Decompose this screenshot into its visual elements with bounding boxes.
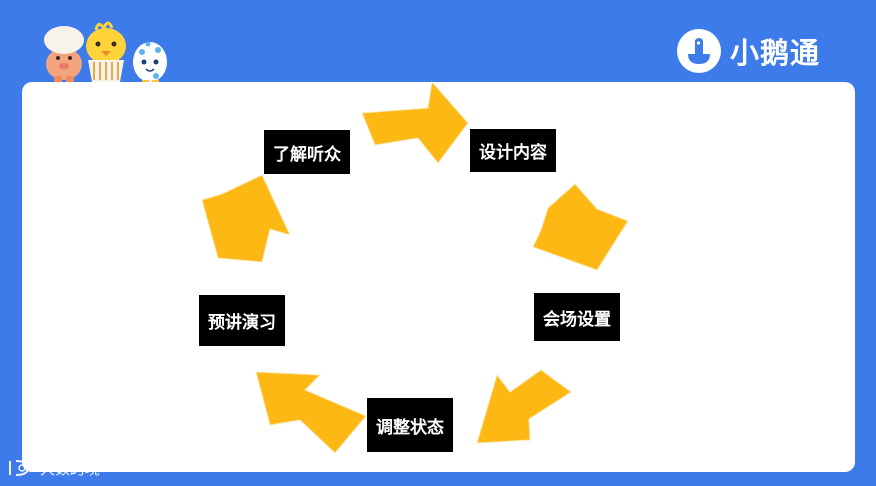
arrow-bottom-left: [256, 372, 366, 453]
cycle-node-understand-audience: 了解听众: [264, 130, 350, 174]
arrow-left: [202, 175, 290, 262]
watermark-logo-icon: [6, 457, 36, 479]
cycle-node-venue-setup: 会场设置: [534, 293, 620, 341]
arrow-right-top: [533, 184, 628, 270]
cycle-node-adjust-state: 调整状态: [367, 398, 453, 452]
arrow-right-bottom: [477, 370, 571, 443]
cycle-node-rehearsal: 预讲演习: [199, 295, 285, 346]
watermark-text: 大数跨境: [40, 458, 100, 479]
cycle-node-design-content: 设计内容: [470, 129, 556, 172]
watermark: 大数跨境: [6, 457, 100, 479]
arrow-top: [362, 82, 468, 163]
